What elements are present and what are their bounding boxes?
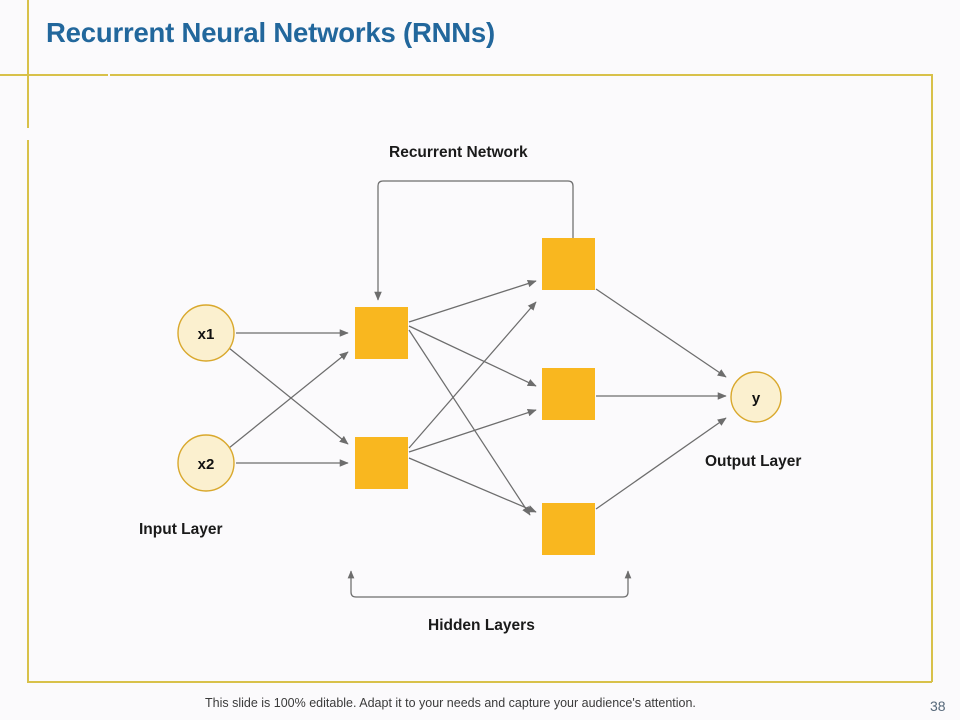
edge-h12-h23 (408, 457, 537, 513)
edge-h12-h22 (408, 409, 537, 453)
hidden2-box-1 (542, 238, 595, 290)
page-title: Recurrent Neural Networks (RNNs) (46, 17, 495, 48)
edge-h11-h21 (408, 279, 537, 323)
recurrent-network-label: Recurrent Network (389, 144, 528, 161)
edges-hidden1-to-hidden2 (408, 279, 537, 516)
hidden-layers-bracket (347, 570, 632, 598)
frame-rule-left-top (27, 0, 29, 128)
footer-note: This slide is 100% editable. Adapt it to… (205, 696, 696, 710)
output-node-y: y (730, 371, 782, 423)
input-node-x2-label: x2 (198, 456, 215, 473)
input-node-x2: x2 (177, 434, 235, 492)
output-node-y-circle (730, 371, 782, 423)
frame-rule-bottom (27, 681, 932, 683)
output-layer-label: Output Layer (705, 453, 802, 470)
input-node-x1: x1 (177, 304, 235, 362)
edges-hidden2-to-output (595, 288, 727, 510)
recurrent-feedback-path (374, 180, 574, 301)
edge-x1-h12 (228, 347, 349, 445)
input-node-x1-circle (177, 304, 235, 362)
edge-h21-y (595, 288, 727, 378)
output-node-y-label: y (752, 390, 761, 407)
edge-x2-h11 (228, 351, 349, 449)
frame-rule-right (931, 74, 933, 682)
input-layer-label: Input Layer (139, 521, 223, 538)
page-number: 38 (930, 698, 946, 714)
frame-rule-title-left (0, 74, 108, 76)
edge-h11-h22 (408, 325, 537, 387)
edge-h11-h23 (408, 329, 531, 516)
input-node-x2-circle (177, 434, 235, 492)
hidden1-box-2 (355, 437, 408, 489)
hidden2-box-3 (542, 503, 595, 555)
hidden2-box-2 (542, 368, 595, 420)
hidden-layers-label: Hidden Layers (428, 617, 535, 634)
edge-h12-h21 (408, 301, 537, 449)
hidden1-box-1 (355, 307, 408, 359)
edge-h23-y (595, 417, 727, 510)
frame-rule-top (110, 74, 933, 76)
input-node-x1-label: x1 (198, 326, 215, 343)
frame-rule-left-main (27, 140, 29, 682)
edges-input-to-hidden1 (228, 329, 349, 467)
